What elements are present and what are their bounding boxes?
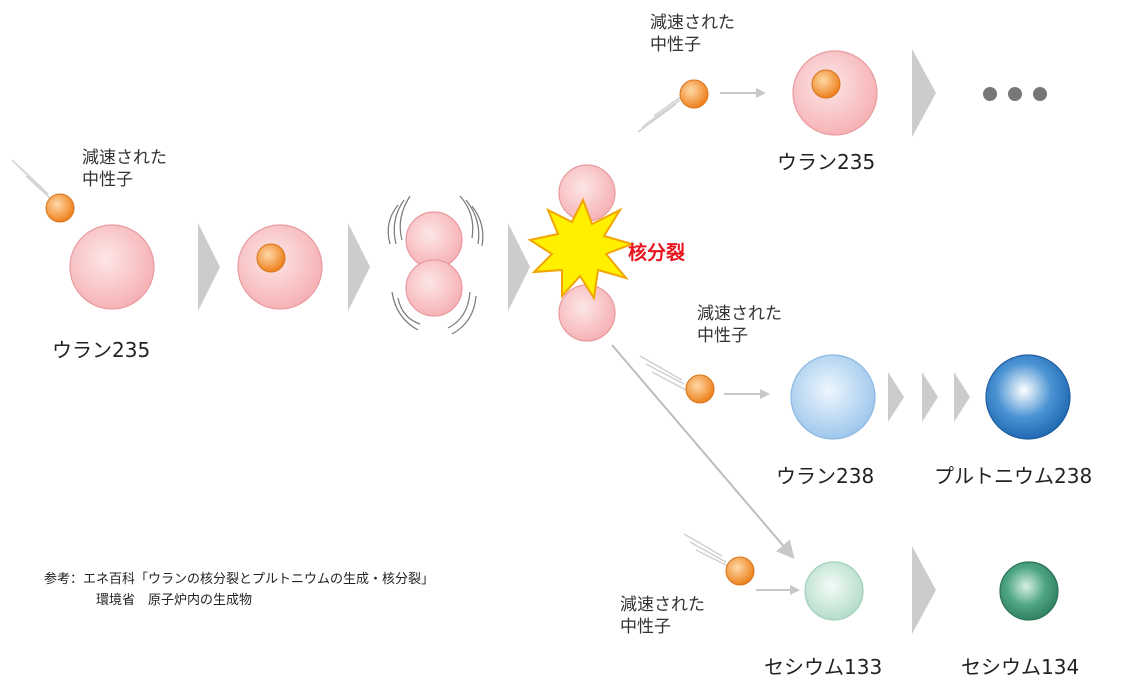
fission-burst <box>527 197 636 301</box>
neutron-label-1: 減速された 中性子 <box>82 147 167 191</box>
neutron-label-line: 減速された <box>620 595 705 615</box>
cesium134-nucleus <box>999 561 1059 621</box>
motion-lines-3 <box>639 355 687 391</box>
uranium235-nucleus <box>69 224 155 310</box>
neutron-label-2: 減速された 中性子 <box>650 12 735 56</box>
ellipsis-dot <box>983 87 997 101</box>
neutron-label-line: 減速された <box>697 304 782 324</box>
ellipsis-dot <box>1008 87 1022 101</box>
step-chevron <box>348 223 370 311</box>
branch-arrow-up <box>641 123 647 129</box>
step-chevron <box>888 372 904 422</box>
neutron-label-line: 減速された <box>650 13 735 33</box>
neutron <box>45 193 75 223</box>
uranium235-label: ウラン235 <box>52 338 151 362</box>
cesium134-label: セシウム134 <box>961 655 1080 679</box>
plutonium238-nucleus <box>985 354 1071 440</box>
absorbed-neutron <box>811 69 841 99</box>
step-chevron <box>912 49 936 137</box>
neutron-label-4: 減速された 中性子 <box>620 594 705 638</box>
neutron-label-line: 減速された <box>82 148 167 168</box>
reference-note: 参考：エネ百科「ウランの核分裂とプルトニウムの生成・核分裂」 環境省 原子炉内の… <box>44 569 434 611</box>
neutron <box>725 556 755 586</box>
neutron-label-3: 減速された 中性子 <box>697 303 782 347</box>
step-chevron <box>912 546 936 634</box>
motion-lines-1 <box>11 159 51 199</box>
neutron-label-line: 中性子 <box>620 617 671 637</box>
step-chevron <box>954 372 970 422</box>
step-chevron <box>198 223 220 311</box>
motion-lines-2 <box>637 95 683 133</box>
plutonium238-label: プルトニウム238 <box>934 464 1093 488</box>
uranium238-nucleus <box>790 354 876 440</box>
neutron-label-line: 中性子 <box>650 35 701 55</box>
ellipsis-dot <box>1033 87 1047 101</box>
neutron-label-line: 中性子 <box>82 170 133 190</box>
step-chevron <box>508 223 530 311</box>
vibration-lines <box>387 195 484 335</box>
step-chevron <box>922 372 938 422</box>
reference-line-2: 環境省 原子炉内の生成物 <box>96 593 253 608</box>
motion-lines-4 <box>683 533 729 567</box>
reference-line-1: 参考：エネ百科「ウランの核分裂とプルトニウムの生成・核分裂」 <box>44 572 435 587</box>
deforming-nucleus-bottom <box>405 259 463 317</box>
neutron <box>685 374 715 404</box>
cesium133-nucleus <box>804 561 864 621</box>
neutron-label-line: 中性子 <box>697 326 748 346</box>
fission-label: 核分裂 <box>628 242 686 264</box>
cesium133-label: セシウム133 <box>764 655 883 679</box>
branch-arrow-cesium <box>611 344 795 560</box>
uranium235-label: ウラン235 <box>777 150 876 174</box>
uranium238-label: ウラン238 <box>776 464 875 488</box>
neutron <box>679 79 709 109</box>
fission-fragment-bottom <box>558 284 616 342</box>
absorbed-neutron <box>256 243 286 273</box>
